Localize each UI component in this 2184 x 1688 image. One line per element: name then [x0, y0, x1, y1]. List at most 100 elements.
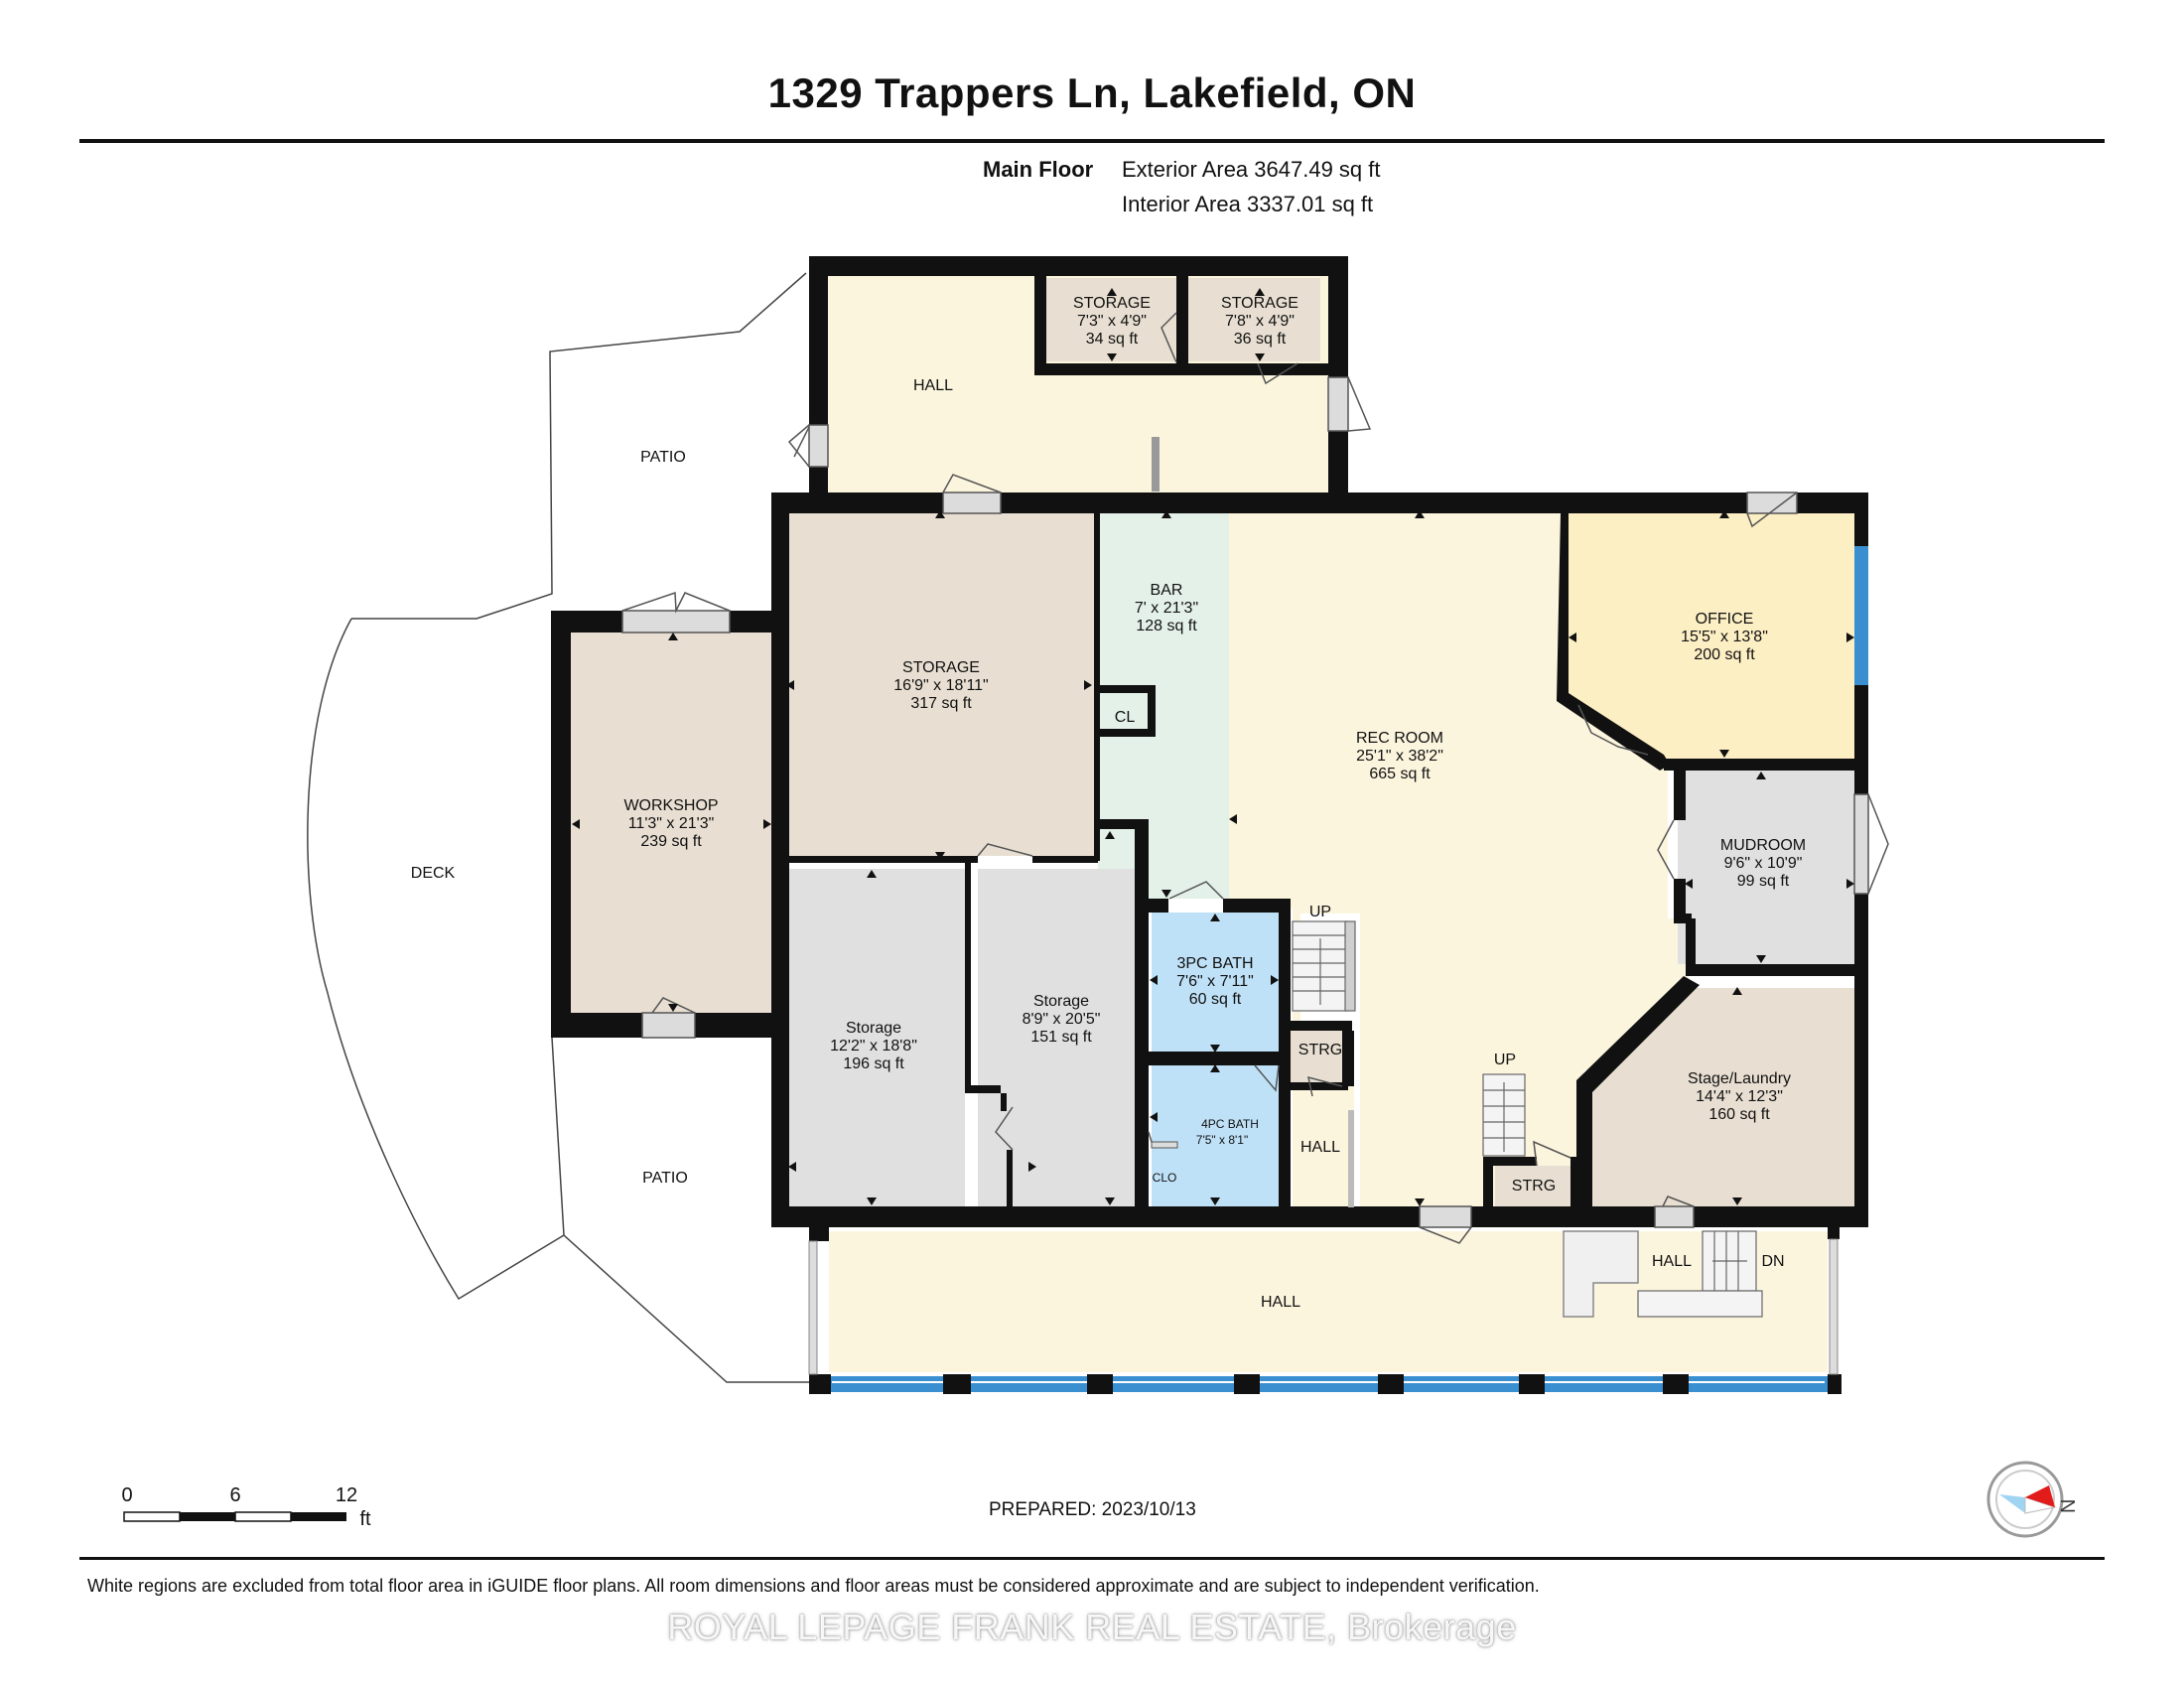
storage-left-dims: 12'2" x 18'8" — [830, 1038, 917, 1055]
compass-icon: N — [1986, 1461, 2080, 1538]
patio-outline-bottom — [551, 1037, 812, 1383]
rec-room-name: REC ROOM — [1356, 730, 1443, 747]
interior-area: Interior Area 3337.01 sq ft — [1122, 192, 1374, 216]
stage-laundry-fill — [1588, 988, 1854, 1206]
storage-left-fill — [789, 869, 965, 1206]
bath4-dims: 7'5" x 8'1" — [1196, 1133, 1248, 1147]
patio-outline-top — [351, 272, 807, 620]
stairs-down — [1637, 1230, 1763, 1318]
exterior-area: Exterior Area 3647.49 sq ft — [1122, 157, 1381, 182]
stage-laundry-name: Stage/Laundry — [1688, 1070, 1791, 1087]
office-fill — [1565, 513, 1856, 763]
bath3-area: 60 sq ft — [1189, 991, 1242, 1008]
walls — [551, 256, 1868, 1394]
storage-main-area: 317 sq ft — [910, 695, 972, 712]
office-window — [1854, 546, 1868, 685]
stairs-down-label: DN — [1761, 1253, 1784, 1270]
patio-top-label: PATIO — [640, 449, 686, 466]
storage-left-area: 196 sq ft — [843, 1055, 904, 1072]
room-labels: HALL STORAGE 7'3" x 4'9" 34 sq ft STORAG… — [411, 295, 1806, 1311]
bar-name: BAR — [1151, 582, 1183, 599]
storage-b-dims: 7'8" x 4'9" — [1225, 313, 1295, 330]
bar-fill — [1098, 513, 1229, 899]
floor-name: Main Floor — [983, 157, 1094, 182]
stairs-up-2 — [1482, 1073, 1526, 1157]
storage-a-name: STORAGE — [1073, 295, 1151, 312]
mudroom-name: MUDROOM — [1720, 837, 1806, 854]
hall-stair-label: HALL — [1652, 1253, 1692, 1270]
stairs-up-2-label: UP — [1494, 1052, 1516, 1068]
bath4-name: 4PC BATH — [1201, 1117, 1259, 1131]
office-name: OFFICE — [1696, 611, 1754, 628]
mudroom-fill — [1678, 771, 1854, 964]
mudroom-dims: 9'6" x 10'9" — [1724, 855, 1803, 872]
storage-main-name: STORAGE — [902, 659, 980, 676]
storage-b-fill — [1188, 278, 1320, 361]
scale-bar: 0 6 12 ft — [121, 1484, 371, 1530]
clo-label: CLO — [1153, 1171, 1177, 1185]
scale-tick-0: 0 — [121, 1484, 132, 1506]
scale-unit: ft — [359, 1508, 371, 1530]
hall-top-label: HALL — [913, 377, 953, 394]
bottom-window-wall — [831, 1374, 1828, 1394]
right-glass — [1829, 1238, 1839, 1375]
brokerage-watermark: ROYAL LEPAGE FRANK REAL ESTATE, Brokerag… — [667, 1607, 1517, 1647]
storage-a-area: 34 sq ft — [1086, 331, 1139, 348]
footer-rule — [79, 1557, 2105, 1560]
workshop-fill — [571, 633, 771, 1013]
deck-label: DECK — [411, 865, 456, 882]
workshop-name: WORKSHOP — [623, 797, 718, 814]
bath4-fill — [1152, 1065, 1279, 1206]
storage-mid-dims: 8'9" x 20'5" — [1023, 1011, 1101, 1028]
rec-room-dims: 25'1" x 38'2" — [1356, 748, 1443, 765]
storage-a-dims: 7'3" x 4'9" — [1077, 313, 1147, 330]
stage-laundry-area: 160 sq ft — [1708, 1106, 1770, 1123]
hall-small-label: HALL — [1300, 1139, 1340, 1156]
storage-main-fill — [789, 513, 1094, 856]
cl-label: CL — [1115, 709, 1136, 726]
storage-mid-name: Storage — [1033, 993, 1089, 1010]
strg2-fill — [1495, 1166, 1574, 1206]
deck-outline — [307, 618, 565, 1301]
strg1-fill — [1291, 1031, 1342, 1082]
patio-bottom-label: PATIO — [642, 1170, 688, 1187]
workshop-area: 239 sq ft — [640, 833, 702, 850]
dimension-markers — [572, 288, 1854, 1206]
doors — [621, 376, 1869, 1228]
rec-room-fill — [1229, 513, 1688, 1206]
storage-mid-fill — [978, 869, 1135, 1206]
disclaimer-text: White regions are excluded from total fl… — [87, 1576, 1540, 1596]
storage-b-name: STORAGE — [1221, 295, 1298, 312]
title-rule — [79, 139, 2105, 143]
hall-bottom-label: HALL — [1261, 1294, 1300, 1311]
landing — [1563, 1230, 1639, 1318]
bar-dims: 7' x 21'3" — [1135, 600, 1198, 617]
office-dims: 15'5" x 13'8" — [1681, 629, 1768, 645]
clo-door — [1151, 1141, 1178, 1149]
stairs-up-1 — [1292, 920, 1356, 1012]
storage-main-dims: 16'9" x 18'11" — [893, 677, 988, 694]
mudroom-area: 99 sq ft — [1737, 873, 1790, 890]
bath3-name: 3PC BATH — [1176, 955, 1253, 972]
compass-north-label: N — [2058, 1499, 2080, 1513]
strg2-label: STRG — [1512, 1178, 1556, 1195]
storage-left-name: Storage — [846, 1020, 901, 1037]
bar-area: 128 sq ft — [1136, 618, 1197, 634]
scale-tick-6: 6 — [229, 1484, 240, 1506]
office-area: 200 sq ft — [1694, 646, 1755, 663]
storage-b-area: 36 sq ft — [1234, 331, 1287, 348]
rec-room-area: 665 sq ft — [1369, 766, 1431, 782]
storage-mid-area: 151 sq ft — [1030, 1029, 1092, 1046]
prepared-date: PREPARED: 2023/10/13 — [989, 1499, 1196, 1520]
stairs-up-1-label: UP — [1309, 904, 1331, 920]
scale-tick-12: 12 — [336, 1484, 357, 1506]
workshop-dims: 11'3" x 21'3" — [628, 815, 715, 832]
stage-laundry-dims: 14'4" x 12'3" — [1696, 1088, 1783, 1105]
door-swings — [621, 312, 1889, 1244]
bath3-dims: 7'6" x 7'11" — [1176, 973, 1254, 990]
left-glass — [808, 1240, 818, 1375]
page-title: 1329 Trappers Ln, Lakefield, ON — [767, 70, 1417, 116]
bath3-fill — [1152, 913, 1279, 1052]
strg1-label: STRG — [1298, 1042, 1342, 1058]
